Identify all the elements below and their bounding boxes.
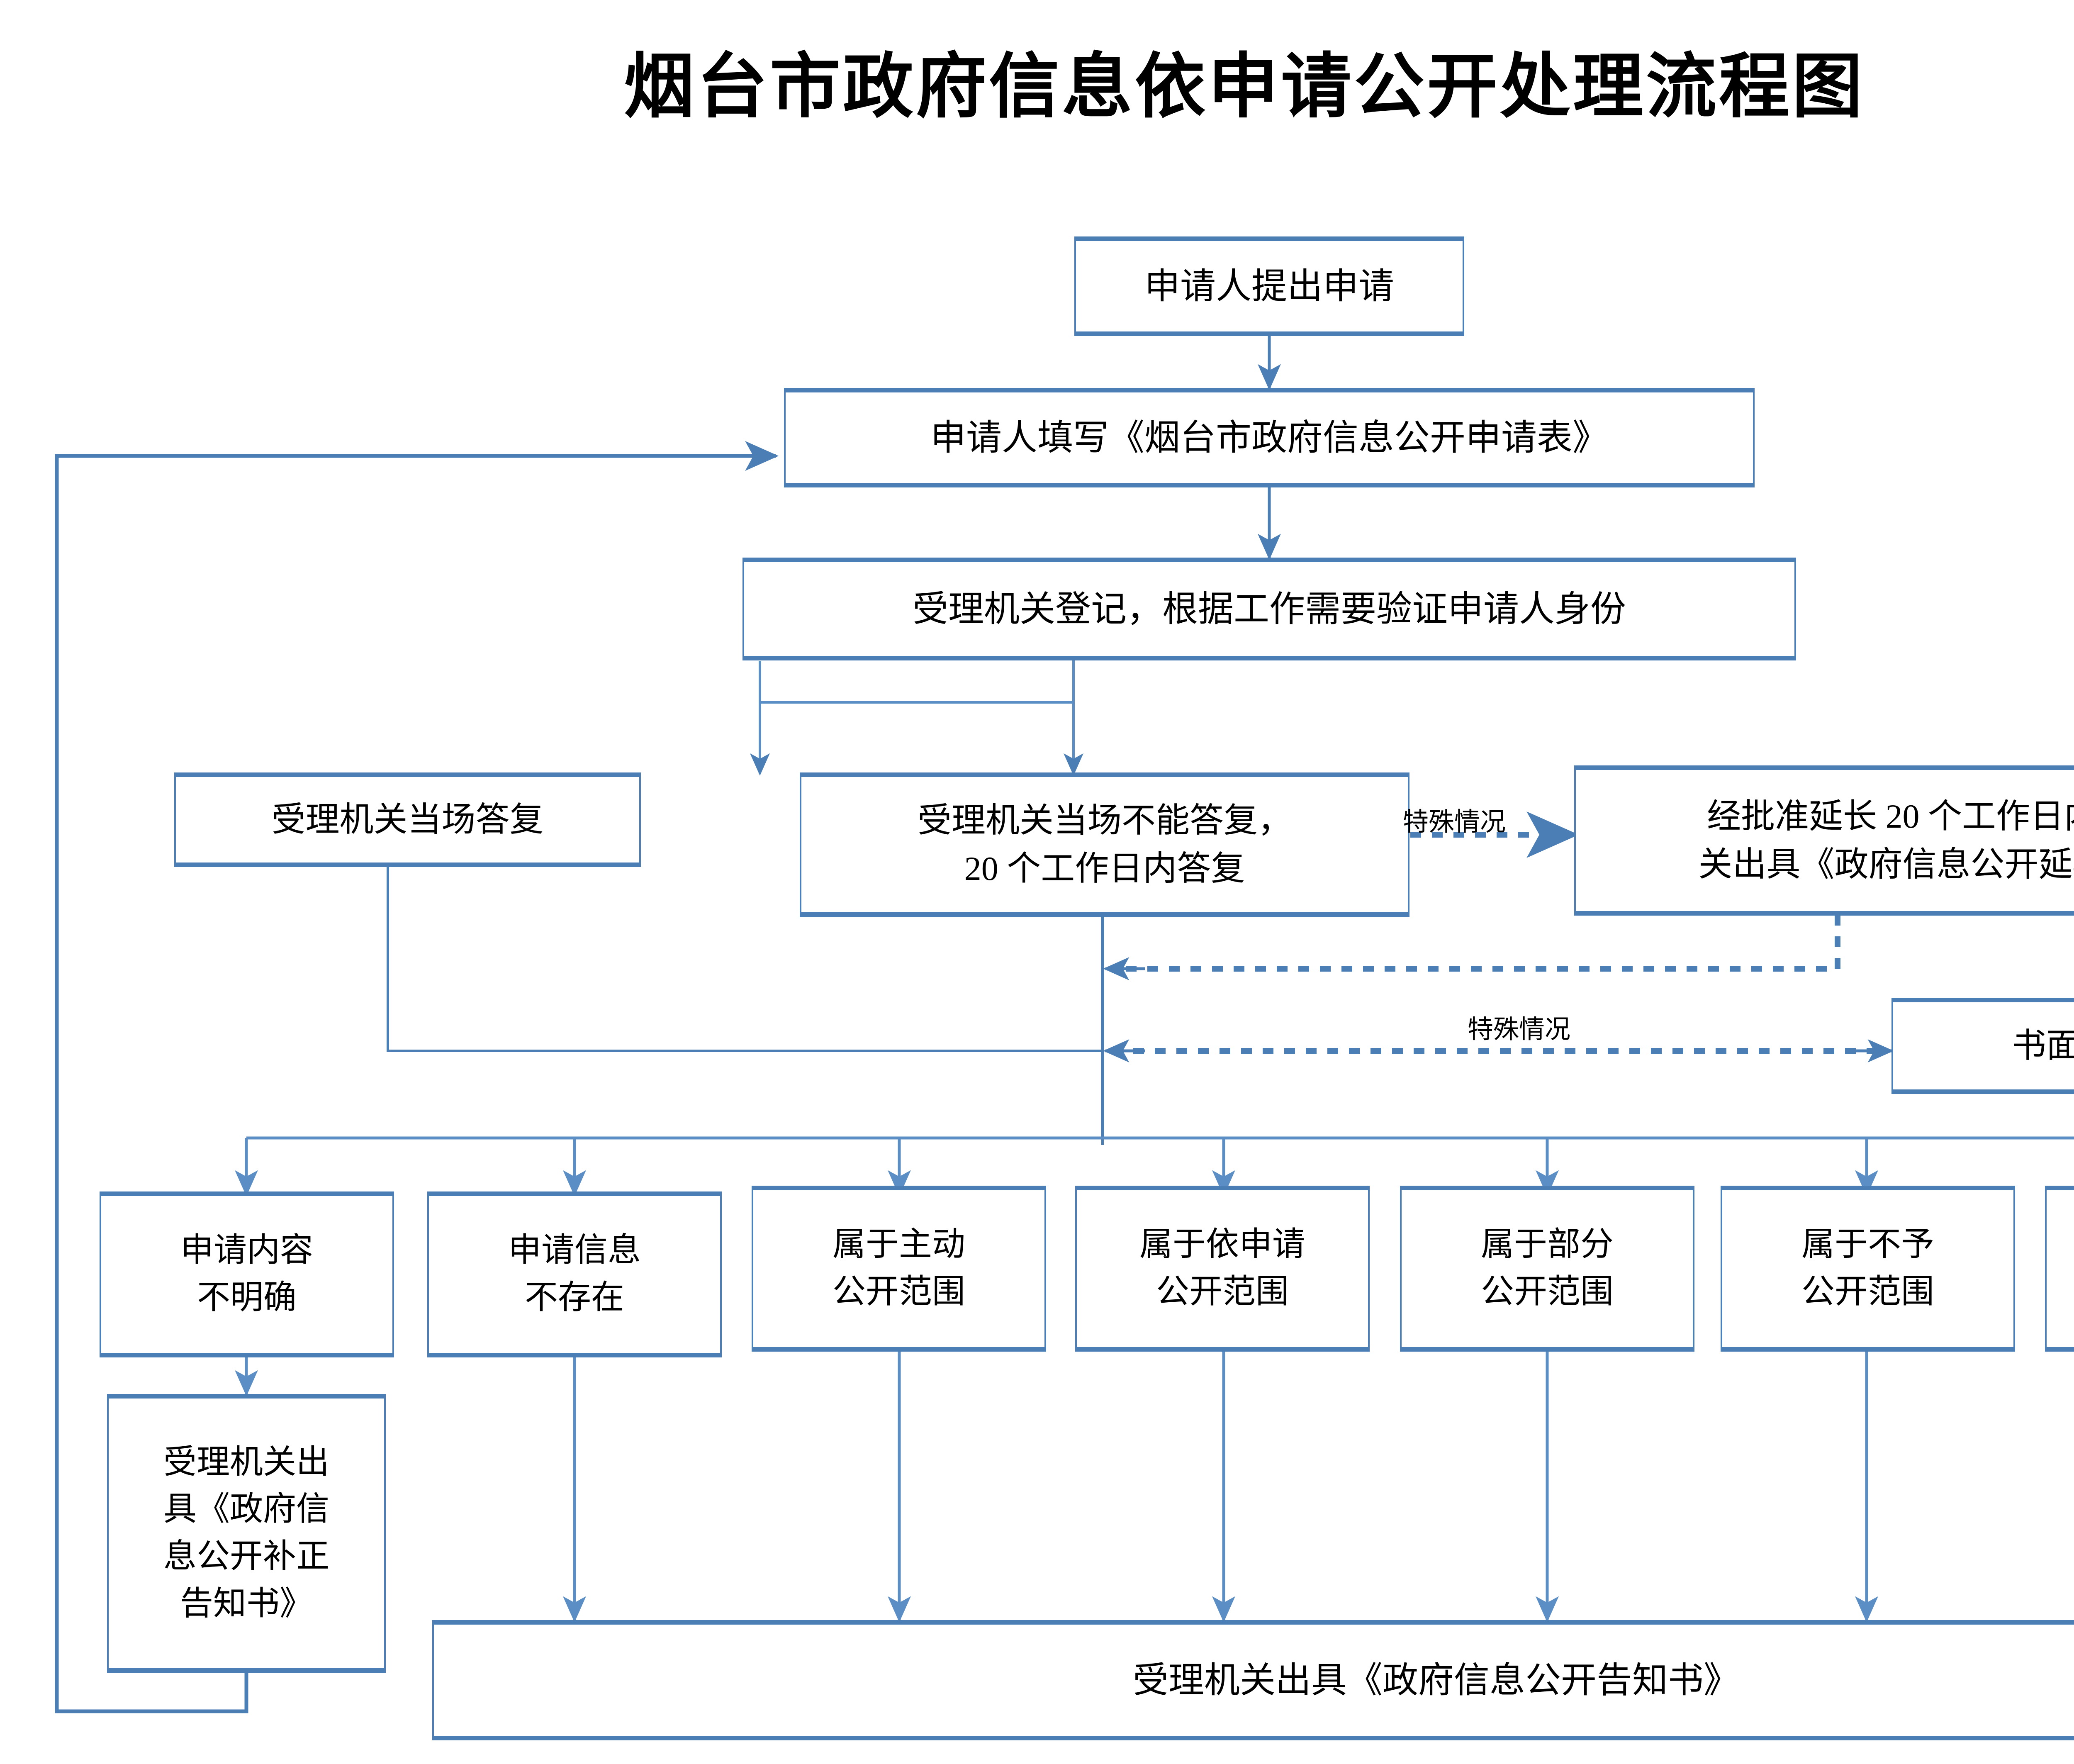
node-correction-notice-line1: 受理机关出 — [163, 1444, 329, 1481]
node-cat-not-exist[interactable]: 申请信息 不存在 — [427, 1191, 722, 1357]
node-correction-notice-line2: 具《政府信 — [163, 1491, 329, 1528]
node-extend-20days-line2: 关出具《政府信息公开延期答复告知书》 — [1698, 845, 2074, 883]
node-cat-unclear-line1: 申请内容 — [180, 1232, 313, 1269]
node-extend-20days[interactable]: 经批准延长 20 个工作日内答复，受理机 关出具《政府信息公开延期答复告知书》 — [1574, 765, 2074, 916]
node-answer-20days-line1: 受理机关当场不能答复， — [917, 801, 1292, 839]
node-answer-20days[interactable]: 受理机关当场不能答复， 20 个工作日内答复 — [800, 772, 1409, 917]
node-cat-not-held[interactable]: 不属于受理机关 掌握范围 — [2045, 1186, 2074, 1352]
node-answer-20days-line2: 20 个工作日内答复 — [964, 850, 1245, 887]
node-final-notice[interactable]: 受理机关出具《政府信息公开告知书》 — [432, 1620, 2074, 1740]
node-correction-notice-lines: 受理机关出 具《政府信 息公开补正 告知书》 — [113, 1439, 380, 1628]
node-cat-partial-lines: 属于部分 公开范围 — [1406, 1221, 1689, 1316]
node-third-party-opinion[interactable]: 书面征求第三方意见 — [1891, 998, 2074, 1094]
node-fill-form[interactable]: 申请人填写《烟台市政府信息公开申请表》 — [784, 388, 1755, 487]
edge-label-special-case-2: 特殊情况 — [1468, 1016, 1571, 1044]
node-apply-submit-label: 申请人提出申请 — [1144, 266, 1394, 306]
node-cat-not-held-lines: 不属于受理机关 掌握范围 — [2051, 1221, 2074, 1316]
node-cat-refuse-lines: 属于不予 公开范围 — [1726, 1221, 2009, 1316]
node-cat-proactive[interactable]: 属于主动 公开范围 — [752, 1186, 1046, 1352]
node-answer-onsite[interactable]: 受理机关当场答复 — [174, 772, 641, 867]
node-cat-refuse[interactable]: 属于不予 公开范围 — [1721, 1186, 2015, 1352]
node-correction-notice[interactable]: 受理机关出 具《政府信 息公开补正 告知书》 — [107, 1394, 386, 1673]
node-cat-not-exist-line2: 不存在 — [525, 1279, 624, 1316]
node-correction-notice-line4: 告知书》 — [180, 1585, 313, 1622]
node-cat-partial-line1: 属于部分 — [1481, 1226, 1614, 1263]
node-cat-proactive-line1: 属于主动 — [833, 1226, 965, 1263]
node-cat-partial-line2: 公开范围 — [1481, 1274, 1614, 1310]
node-apply-submit[interactable]: 申请人提出申请 — [1074, 236, 1464, 336]
node-answer-20days-lines: 受理机关当场不能答复， 20 个工作日内答复 — [806, 797, 1404, 893]
node-cat-unclear-line2: 不明确 — [197, 1279, 297, 1316]
node-third-party-opinion-label: 书面征求第三方意见 — [2012, 1026, 2074, 1065]
node-cat-on-request-lines: 属于依申请 公开范围 — [1081, 1221, 1364, 1316]
node-cat-on-request-line1: 属于依申请 — [1139, 1226, 1305, 1263]
node-cat-proactive-lines: 属于主动 公开范围 — [757, 1221, 1040, 1316]
edge-label-special-case-1: 特殊情况 — [1403, 808, 1506, 836]
node-final-notice-label: 受理机关出具《政府信息公开告知书》 — [1133, 1660, 1739, 1700]
node-cat-unclear[interactable]: 申请内容 不明确 — [100, 1191, 394, 1357]
node-cat-on-request-line2: 公开范围 — [1156, 1274, 1289, 1310]
node-cat-refuse-line1: 属于不予 — [1801, 1226, 1934, 1263]
node-cat-partial[interactable]: 属于部分 公开范围 — [1400, 1186, 1694, 1352]
node-extend-20days-lines: 经批准延长 20 个工作日内答复，受理机 关出具《政府信息公开延期答复告知书》 — [1580, 792, 2074, 889]
node-answer-onsite-label: 受理机关当场答复 — [271, 800, 544, 838]
node-extend-20days-line1: 经批准延长 20 个工作日内答复，受理机 — [1706, 797, 2074, 835]
page-title: 烟台市政府信息依申请公开处理流程图 — [623, 48, 1865, 126]
node-register-label: 受理机关登记，根据工作需要验证申请人身份 — [913, 589, 1626, 629]
node-cat-refuse-line2: 公开范围 — [1801, 1274, 1934, 1310]
node-cat-unclear-lines: 申请内容 不明确 — [105, 1227, 388, 1321]
node-cat-proactive-line2: 公开范围 — [833, 1274, 965, 1310]
node-correction-notice-line3: 息公开补正 — [163, 1538, 329, 1575]
node-cat-not-exist-lines: 申请信息 不存在 — [433, 1227, 716, 1321]
node-cat-on-request[interactable]: 属于依申请 公开范围 — [1075, 1186, 1370, 1352]
node-register[interactable]: 受理机关登记，根据工作需要验证申请人身份 — [742, 558, 1796, 660]
node-cat-not-exist-line1: 申请信息 — [508, 1232, 641, 1269]
node-fill-form-label: 申请人填写《烟台市政府信息公开申请表》 — [930, 417, 1608, 458]
